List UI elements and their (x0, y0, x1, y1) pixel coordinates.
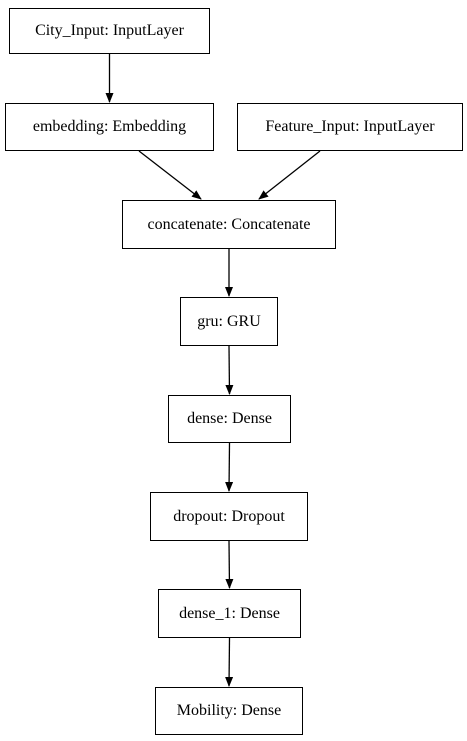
edge-embedding-to-concatenate (138, 150, 202, 200)
node-feature-input: Feature_Input: InputLayer (237, 103, 463, 151)
edge-dropout-to-dense_1 (225, 540, 234, 589)
node-dense-1: dense_1: Dense (158, 589, 301, 638)
edge-feature_input-to-concatenate (258, 150, 321, 200)
edge-dense-to-dropout (225, 442, 234, 492)
node-city-input: City_Input: InputLayer (9, 8, 210, 54)
node-dense: dense: Dense (168, 395, 291, 443)
edge-gru-to-dense (225, 345, 234, 395)
node-gru: gru: GRU (180, 297, 278, 346)
node-embedding: embedding: Embedding (5, 103, 214, 151)
node-concatenate: concatenate: Concatenate (122, 200, 336, 249)
edge-dense_1-to-mobility (225, 637, 234, 687)
node-mobility: Mobility: Dense (155, 687, 303, 735)
node-dropout: dropout: Dropout (150, 492, 308, 541)
